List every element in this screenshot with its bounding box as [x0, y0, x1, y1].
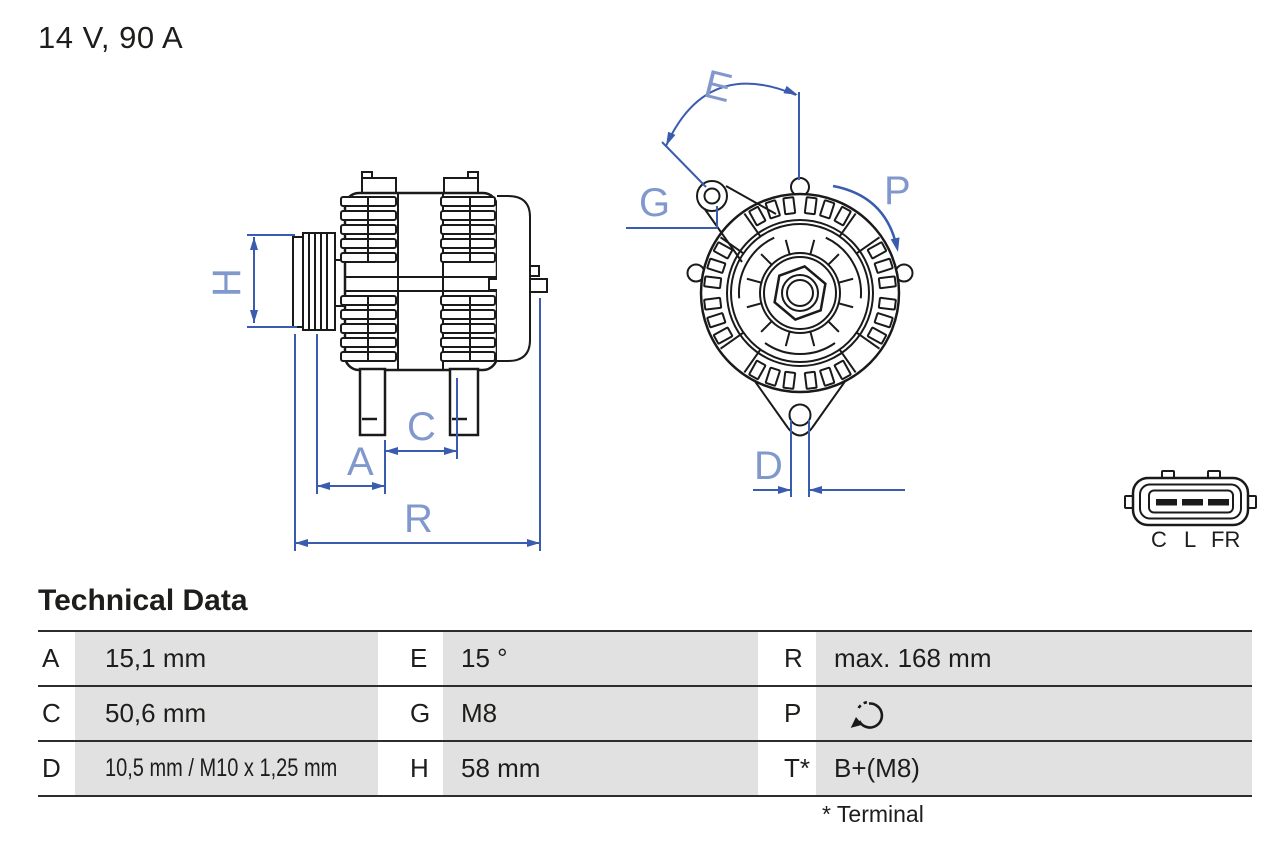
dim-c	[385, 378, 458, 459]
front-view-dimensions	[626, 82, 905, 497]
dim-value: 15 °	[443, 632, 758, 685]
dim-key: G	[378, 687, 443, 740]
pulley	[292, 232, 346, 331]
dim-d	[753, 420, 905, 497]
dim-label-e: E	[700, 62, 737, 111]
rear-cover	[497, 195, 531, 362]
front-view	[686, 177, 914, 437]
cooling-fins	[340, 196, 496, 362]
dim-label-g: G	[639, 181, 670, 225]
dim-key: D	[38, 742, 75, 795]
pin-label-c: C	[1151, 527, 1167, 552]
dim-key: H	[378, 742, 443, 795]
dim-label-d: D	[754, 444, 783, 488]
technical-data-table: A 15,1 mm E 15 ° R max. 168 mm C 50,6 mm…	[38, 630, 1252, 797]
rotation-value-cell	[816, 687, 1252, 740]
side-view-dimensions	[247, 234, 541, 551]
upper-mounting-ear	[696, 180, 777, 263]
dim-label-c: C	[407, 405, 436, 449]
table-row: A 15,1 mm E 15 ° R max. 168 mm	[38, 632, 1252, 687]
dim-value: 15,1 mm	[75, 632, 378, 685]
dim-value: max. 168 mm	[816, 632, 1252, 685]
dim-key: E	[378, 632, 443, 685]
technical-drawing: H A C R	[205, 62, 1257, 552]
connector-pin-labels: C L FR	[1151, 527, 1240, 552]
dim-p-rotation-arrow	[832, 184, 900, 252]
mounting-feet	[358, 367, 480, 437]
terminal-stud	[529, 265, 548, 293]
connector-pins	[1156, 499, 1229, 506]
dim-label-a: A	[347, 440, 374, 484]
voltage-current-rating: 14 V, 90 A	[38, 20, 184, 55]
dim-key: T*	[758, 742, 816, 795]
fan-blades	[746, 239, 854, 347]
dim-value: 50,6 mm	[75, 687, 378, 740]
dim-value: B+(M8)	[816, 742, 1252, 795]
dim-value: 58 mm	[443, 742, 758, 795]
dim-key: C	[38, 687, 75, 740]
connector-pinout	[1124, 470, 1257, 527]
dim-r	[294, 298, 541, 551]
pin-label-fr: FR	[1211, 527, 1240, 552]
vent-slots	[703, 196, 897, 390]
shaft-nut	[773, 264, 827, 322]
pin-label-l: L	[1184, 527, 1196, 552]
dim-h	[247, 234, 297, 328]
dim-key: A	[38, 632, 75, 685]
dim-label-r: R	[404, 497, 433, 541]
table-title: Technical Data	[38, 584, 248, 617]
table-row: C 50,6 mm G M8 P	[38, 687, 1252, 742]
dim-a	[316, 334, 386, 494]
table-row: D 10,5 mm / M10 x 1,25 mm H 58 mm T* B+(…	[38, 742, 1252, 797]
dim-label-h: H	[205, 268, 249, 297]
dim-e	[661, 82, 800, 188]
dim-g	[626, 206, 718, 229]
side-view-dimension-labels: H A C R	[205, 268, 436, 541]
dim-value: M8	[443, 687, 758, 740]
rotation-clockwise-icon	[850, 700, 884, 729]
dim-value: 10,5 mm / M10 x 1,25 mm	[75, 742, 378, 795]
side-view	[292, 171, 548, 437]
dim-label-p: P	[884, 169, 911, 213]
dim-key: P	[758, 687, 816, 740]
dim-key: R	[758, 632, 816, 685]
terminal-footnote: * Terminal	[822, 801, 924, 827]
